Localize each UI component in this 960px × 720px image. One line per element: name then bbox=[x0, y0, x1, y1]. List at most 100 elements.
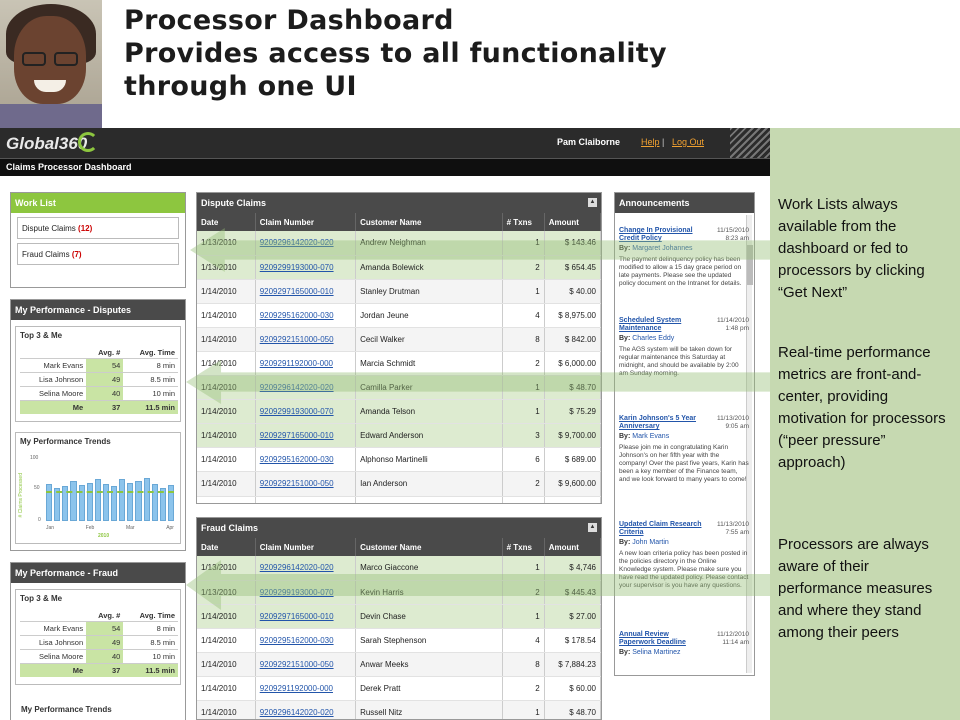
trends-year: 2010 bbox=[98, 533, 110, 539]
collapse-icon[interactable]: ▲ bbox=[588, 198, 597, 207]
trend-bar bbox=[102, 483, 109, 521]
announcement-date-value: 11/13/2010 bbox=[716, 521, 749, 528]
announcement-title-link[interactable]: Karin Johnson's 5 Year Anniversary bbox=[619, 415, 697, 430]
amount-cell: $ 654.45 bbox=[544, 255, 601, 280]
claim-number-link[interactable]: 9209296142020-020 bbox=[255, 375, 357, 401]
help-link[interactable]: Help bbox=[641, 137, 660, 147]
column-header[interactable]: Amount bbox=[544, 213, 601, 231]
claim-number-link[interactable]: 9209296142020-020 bbox=[255, 700, 357, 719]
column-header[interactable]: # Txns bbox=[502, 213, 545, 231]
claim-number-link[interactable]: 9209292151000-050 bbox=[255, 471, 357, 497]
customer-cell: Kevin Harris bbox=[355, 580, 503, 605]
perf-avg: 40 bbox=[86, 386, 124, 401]
trends-xaxis: Jan Feb Mar Apr bbox=[46, 525, 174, 531]
column-header[interactable]: Claim Number bbox=[255, 538, 357, 556]
column-header[interactable]: Amount bbox=[544, 538, 601, 556]
claim-number-link[interactable]: 9209295162000-030 bbox=[255, 303, 357, 328]
claim-number-link[interactable]: 9209292151000-050 bbox=[255, 327, 357, 352]
amount-cell: $ 7,884.23 bbox=[544, 652, 601, 677]
txns-cell: 6 bbox=[502, 447, 545, 473]
col-time: Avg. Time bbox=[139, 611, 175, 620]
announcement-author: By: John Martin bbox=[619, 539, 749, 547]
claim-number-link[interactable]: 9209297165000-010 bbox=[255, 604, 357, 629]
work-list-item-fraud[interactable]: Fraud Claims (7) bbox=[17, 243, 179, 265]
claim-number-link[interactable]: 9209295162000-030 bbox=[255, 447, 357, 473]
announcement-title-link[interactable]: Updated Claim Research Criteria bbox=[619, 521, 702, 536]
announcements-scrollbar[interactable] bbox=[746, 215, 753, 673]
amount-cell: $ 75.29 bbox=[544, 399, 601, 425]
date-cell: 1/14/2010 bbox=[197, 604, 256, 629]
column-header[interactable]: Customer Name bbox=[355, 538, 503, 556]
perf-avg: 37 bbox=[86, 663, 124, 677]
trends-ylabel: # Claims Processed bbox=[18, 473, 24, 518]
column-header[interactable]: Claim Number bbox=[255, 213, 357, 231]
amount-cell: $ 60.00 bbox=[544, 676, 601, 702]
announcement-title-link[interactable]: Scheduled System Maintenance bbox=[619, 317, 682, 332]
announcement-time-value: 8:23 am bbox=[725, 235, 750, 242]
announcement-body: A new loan criteria policy has been post… bbox=[619, 550, 749, 589]
logout-link[interactable]: Log Out bbox=[672, 137, 705, 147]
claim-number-link[interactable]: 9209291192000-000 bbox=[255, 351, 357, 377]
trend-bar bbox=[86, 483, 93, 521]
txns-cell: 2 bbox=[502, 255, 545, 280]
claim-number-link[interactable]: 9209297165000-010 bbox=[255, 279, 357, 304]
claim-number-link[interactable]: 9209292151000-050 bbox=[255, 652, 357, 677]
claim-number-link[interactable]: 9209299193000-070 bbox=[255, 580, 357, 605]
column-header[interactable]: Customer Name bbox=[355, 213, 503, 231]
customer-cell: Anwar Meeks bbox=[355, 652, 503, 677]
announcement-item: Karin Johnson's 5 Year Anniversary 11/13/… bbox=[619, 415, 749, 484]
announcement-title-link[interactable]: Annual Review Paperwork Deadline bbox=[619, 631, 686, 646]
claim-number-link[interactable]: 9209297165000-010 bbox=[255, 423, 357, 449]
claim-number-link[interactable]: 9209291192000-000 bbox=[255, 496, 357, 503]
claim-number-link[interactable]: 9209296142020-020 bbox=[255, 556, 357, 581]
claim-number-link[interactable]: 9209295162000-030 bbox=[255, 628, 357, 653]
claim-number-link[interactable]: 9209296142020-020 bbox=[255, 231, 357, 256]
page-title: Claims Processor Dashboard bbox=[6, 162, 132, 172]
scrollbar-thumb[interactable] bbox=[747, 245, 753, 285]
claim-number-link[interactable]: 9209299193000-070 bbox=[255, 399, 357, 425]
column-header[interactable]: Date bbox=[197, 213, 256, 231]
announcement-title-link[interactable]: Change In Provisional Credit Policy bbox=[619, 227, 693, 242]
perf-avg: 49 bbox=[86, 635, 124, 650]
date-cell: 1/14/2010 bbox=[197, 496, 256, 503]
collapse-icon[interactable]: ▲ bbox=[588, 523, 597, 532]
txns-cell: 1 bbox=[502, 604, 545, 629]
date-cell: 1/14/2010 bbox=[197, 628, 256, 653]
column-header[interactable]: # Txns bbox=[502, 538, 545, 556]
column-header[interactable]: Date bbox=[197, 538, 256, 556]
work-list-item-dispute[interactable]: Dispute Claims (12) bbox=[17, 217, 179, 239]
txns-cell: 4 bbox=[502, 303, 545, 328]
trend-bar bbox=[151, 484, 158, 521]
announcement-author-name: Selina Martinez bbox=[632, 649, 681, 656]
claim-number-link[interactable]: 9209291192000-000 bbox=[255, 676, 357, 702]
claim-number-link[interactable]: 9209299193000-070 bbox=[255, 255, 357, 280]
